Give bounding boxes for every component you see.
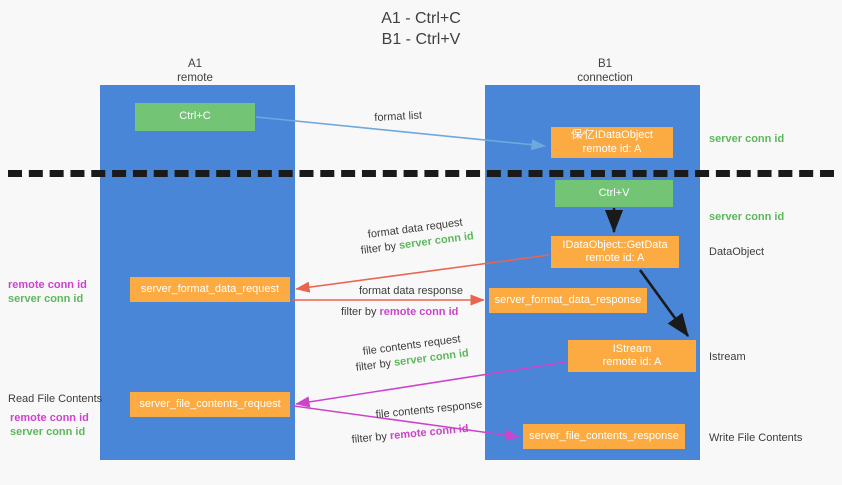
edge-label-format-list-text: format list xyxy=(374,109,423,124)
box-ctrl-c[interactable]: Ctrl+C xyxy=(135,103,255,131)
filter-by-text: filter by xyxy=(351,430,391,446)
annotation-left-server-conn-id-2: server conn id xyxy=(10,426,86,438)
column-header-b1-sub: connection xyxy=(577,72,633,84)
arrow-getdata-to-istream xyxy=(638,269,690,338)
box-ctrl-v-label: Ctrl+V xyxy=(598,186,630,199)
annotation-left-conn-ids-top: remote conn id server conn id xyxy=(8,278,87,306)
arrow-file-contents-response xyxy=(293,405,520,441)
title-line-1: A1 - Ctrl+C xyxy=(381,10,461,27)
column-header-a1-name: A1 xyxy=(187,58,203,70)
filter-by-text: filter by xyxy=(360,239,400,257)
filter-by-text: filter by xyxy=(341,306,380,318)
arrow-format-data-request xyxy=(295,254,550,293)
box-istream[interactable]: IStream remote id: A xyxy=(568,340,696,372)
box-server-format-data-request[interactable]: server_format_data_request xyxy=(130,277,290,302)
box-idataobject-getdata[interactable]: IDataObject::GetData remote id: A xyxy=(551,236,679,268)
box-idataobject[interactable]: 保⁄亿IDataObject remote id: A xyxy=(551,127,673,158)
column-header-a1: A1 remote xyxy=(120,57,270,85)
remote-conn-id-text: remote conn id xyxy=(379,306,459,318)
box-getdata-line2: remote id: A xyxy=(585,252,645,264)
annotation-left-server-conn-id-1: server conn id xyxy=(8,293,84,305)
annotation-left-remote-conn-id-2: remote conn id xyxy=(10,412,89,424)
annotation-right-istream: Istream xyxy=(709,351,746,363)
column-header-a1-sub: remote xyxy=(177,72,213,84)
arrow-file-contents-request xyxy=(295,361,567,408)
annotation-right-server-conn-id-top: server conn id xyxy=(709,133,785,145)
box-server-file-contents-request[interactable]: server_file_contents_request xyxy=(130,392,290,417)
box-server-file-contents-response-label: server_file_contents_response xyxy=(529,429,679,442)
column-header-b1-name: B1 xyxy=(597,58,613,70)
edge-label-format-data-response-filter: filter by remote conn id xyxy=(341,305,458,320)
page-title: A1 - Ctrl+C B1 - Ctrl+V xyxy=(0,8,842,50)
box-getdata-line1: IDataObject::GetData xyxy=(562,238,668,251)
box-istream-line1: IStream xyxy=(612,342,652,355)
edge-label-format-data-response: format data response xyxy=(359,284,463,299)
annotation-left-read-file-contents: Read File Contents xyxy=(8,393,103,405)
arrow-format-list xyxy=(255,116,546,151)
annotation-right-server-conn-id-mid: server conn id xyxy=(709,211,785,223)
title-line-2: B1 - Ctrl+V xyxy=(381,31,461,48)
box-server-format-data-response[interactable]: server_format_data_response xyxy=(489,288,647,313)
column-header-b1: B1 connection xyxy=(530,57,680,85)
annotation-right-write-file-contents: Write File Contents xyxy=(709,432,803,444)
annotation-left-remote-conn-id-1: remote conn id xyxy=(8,279,87,291)
box-server-format-data-response-label: server_format_data_response xyxy=(494,293,642,306)
annotation-right-dataobject: DataObject xyxy=(709,246,765,258)
box-ctrl-c-label: Ctrl+C xyxy=(179,110,211,123)
box-istream-line2: remote id: A xyxy=(602,356,662,368)
filter-by-text: filter by xyxy=(355,356,395,374)
box-ctrl-v[interactable]: Ctrl+V xyxy=(555,180,673,207)
box-idataobject-line2: remote id: A xyxy=(582,142,642,155)
edge-label-format-data-response-text: format data response xyxy=(359,285,463,297)
box-server-file-contents-response[interactable]: server_file_contents_response xyxy=(523,424,685,449)
box-server-file-contents-request-label: server_file_contents_request xyxy=(139,397,281,410)
edge-label-format-list: format list xyxy=(374,109,422,126)
box-server-format-data-request-label: server_format_data_request xyxy=(140,282,280,295)
box-idataobject-line1: 保⁄亿IDataObject xyxy=(571,129,653,141)
phase-divider xyxy=(8,170,834,177)
annotation-left-conn-ids-bottom: remote conn id server conn id xyxy=(10,411,89,439)
